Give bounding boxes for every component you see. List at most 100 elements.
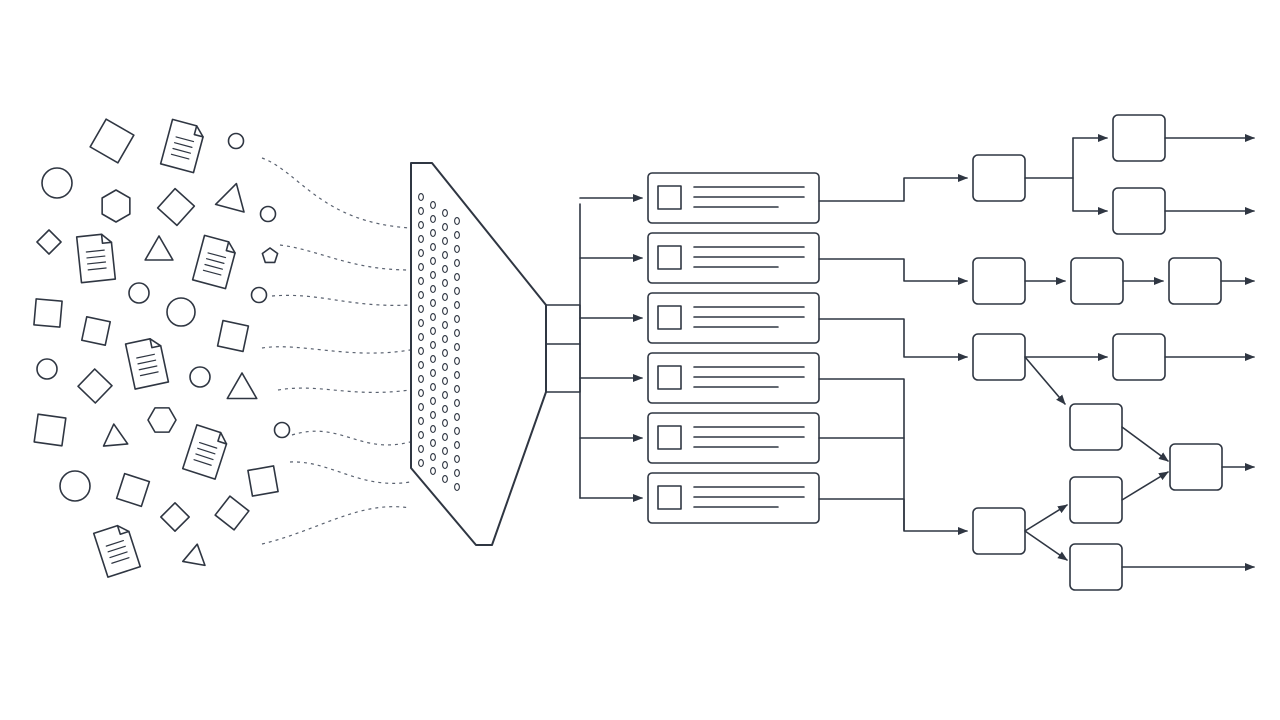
record-card-icon (647, 232, 820, 284)
circle-icon (227, 132, 245, 150)
flow-arrow (1024, 356, 1066, 405)
square-icon (216, 319, 250, 353)
record-cards (579, 172, 820, 524)
flow-network (818, 114, 1255, 591)
filter-dot (430, 257, 436, 265)
filter-dot (442, 209, 448, 217)
flow-arrow (818, 318, 968, 361)
filter-dot (430, 285, 436, 293)
filter-dot (454, 245, 460, 253)
circle-icon (41, 167, 73, 199)
filter-dot (430, 201, 436, 209)
filter-dot (454, 413, 460, 421)
filter-dot (418, 291, 424, 299)
filter-dot (430, 341, 436, 349)
filter-dot (430, 425, 436, 433)
filter-dot (454, 357, 460, 365)
square-icon (115, 472, 151, 508)
filter-dot (430, 271, 436, 279)
filter-dot (418, 249, 424, 257)
filter-dot (430, 299, 436, 307)
flow-arrow (1024, 530, 1068, 561)
square-icon (33, 413, 67, 447)
flow-node (1169, 443, 1223, 491)
triangle-icon (181, 543, 206, 567)
filter-dot (454, 301, 460, 309)
filter-dot (418, 193, 424, 201)
stream-line (277, 387, 411, 393)
filter-dot (442, 223, 448, 231)
filter-dot (442, 279, 448, 287)
filter-dot (442, 265, 448, 273)
filter-dot (454, 455, 460, 463)
square-icon (33, 298, 63, 328)
flow-node (1112, 333, 1166, 381)
filter-dot (442, 461, 448, 469)
triangle-icon (214, 182, 245, 213)
flow-arrow (818, 174, 968, 202)
filter-dot (454, 287, 460, 295)
hexagon-icon (101, 189, 131, 223)
filter-dot (430, 327, 436, 335)
record-card-icon (647, 172, 820, 224)
circle-icon (250, 286, 268, 304)
filter-dot (430, 355, 436, 363)
filter-dot (430, 411, 436, 419)
filter-dot (418, 417, 424, 425)
filter-dot (418, 403, 424, 411)
filter-dot (430, 467, 436, 475)
filter-dot (442, 447, 448, 455)
circle-icon (36, 358, 58, 380)
stream-line (279, 244, 411, 271)
filter-dot (442, 335, 448, 343)
document-icon (181, 424, 228, 480)
filter-dot (442, 405, 448, 413)
triangle-icon (226, 372, 258, 400)
filter-dot (454, 259, 460, 267)
flow-node (1070, 257, 1124, 305)
source-items-cluster (33, 118, 291, 578)
filter-dot (418, 263, 424, 271)
filter-dot (454, 399, 460, 407)
filter-dot (418, 319, 424, 327)
filter-dot (454, 469, 460, 477)
filter-dot (418, 389, 424, 397)
flow-node (972, 257, 1026, 305)
flow-node (972, 154, 1026, 202)
document-icon (92, 524, 142, 578)
filter-dot (442, 419, 448, 427)
flow-node (972, 507, 1026, 555)
triangle-icon (102, 423, 129, 447)
circle-icon (59, 470, 91, 502)
filter-dot (430, 369, 436, 377)
filter-dot (454, 273, 460, 281)
flow-node (1112, 187, 1166, 235)
filter-dot (442, 475, 448, 483)
filter-dot (442, 363, 448, 371)
document-icon (191, 234, 236, 290)
funnel-filter-icon (410, 162, 547, 546)
filter-dot (430, 313, 436, 321)
filter-dot (418, 333, 424, 341)
stream-line (261, 506, 411, 545)
square-icon (89, 118, 135, 164)
pentagon-icon (261, 247, 279, 264)
filter-dot (442, 377, 448, 385)
filter-dot (442, 391, 448, 399)
record-card-icon (647, 352, 820, 404)
flow-node (1112, 114, 1166, 162)
filter-dot (430, 453, 436, 461)
filter-dot (418, 277, 424, 285)
funnel-filter (410, 162, 581, 546)
triangle-icon (144, 235, 174, 261)
filter-dot (418, 361, 424, 369)
filter-dot (442, 349, 448, 357)
filter-dot (418, 207, 424, 215)
filter-dot (442, 307, 448, 315)
filter-dot (418, 235, 424, 243)
filter-dot (454, 315, 460, 323)
flow-node (1168, 257, 1222, 305)
record-card-icon (647, 412, 820, 464)
filter-dot (442, 293, 448, 301)
